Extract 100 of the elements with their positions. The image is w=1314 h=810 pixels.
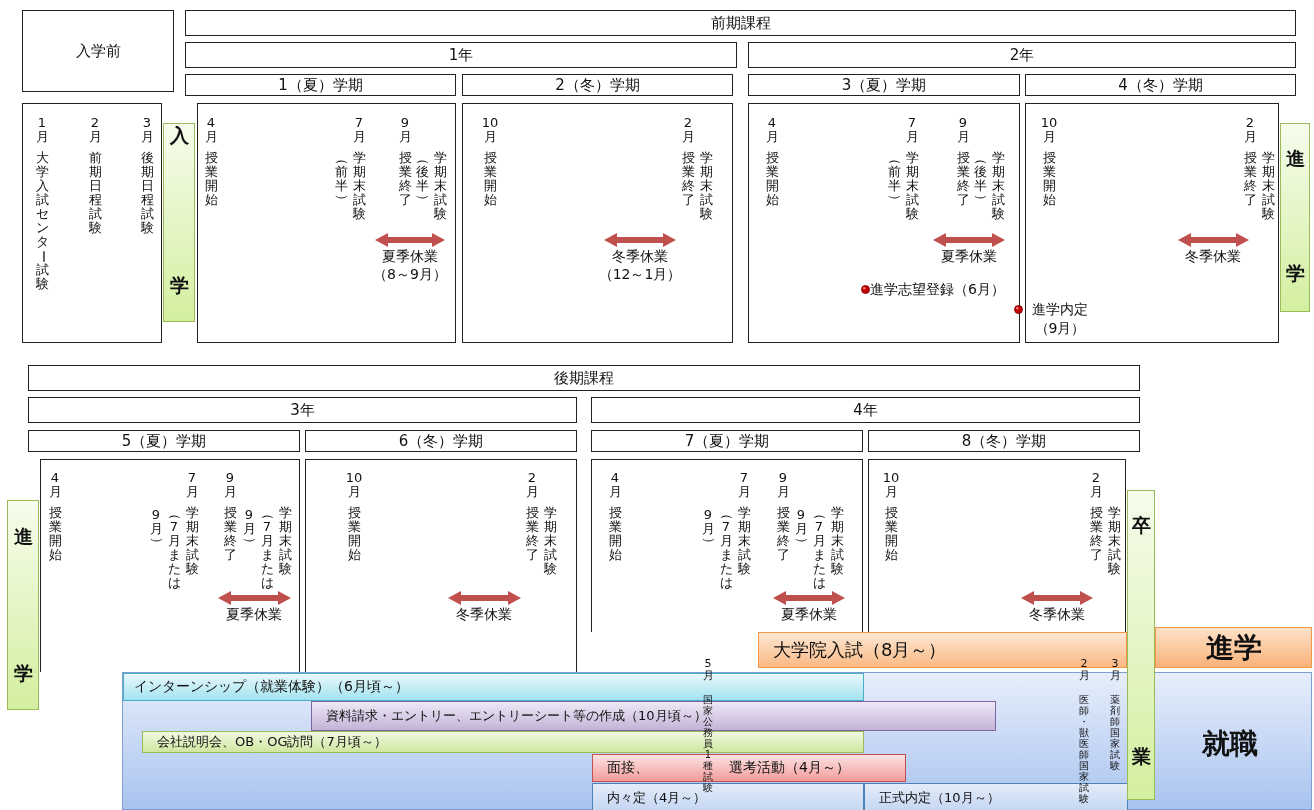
activity-label: 面接、: [607, 759, 649, 777]
header-box: [22, 10, 174, 92]
event-label: 学期末試験: [904, 151, 920, 221]
event-label: 学期末試験: [432, 151, 448, 221]
category-label: 就職: [1200, 726, 1259, 762]
event-label: 授業終了: [1242, 151, 1258, 207]
semester-panel: [197, 103, 456, 343]
event-label: 授業開始: [607, 506, 623, 562]
header-label: 入学前: [75, 41, 121, 61]
milestone-note: 進学内定（9月）: [1031, 300, 1089, 338]
event-label: 授業開始: [346, 506, 362, 562]
month-label: 2月: [1242, 116, 1258, 144]
header-box: [28, 430, 300, 452]
break-label: 夏季休業: [382, 247, 438, 265]
month-label: 1月: [34, 116, 50, 144]
header-box: [185, 42, 737, 68]
milestone-label: 学: [169, 276, 189, 295]
header-box: [185, 10, 1296, 36]
month-label: 7月: [736, 471, 752, 499]
event-label: 学期末試験: [1260, 151, 1276, 221]
header-box: [591, 397, 1140, 423]
header-box: [462, 74, 733, 96]
event-label: 9月）: [148, 508, 165, 550]
event-label: （7月または: [166, 506, 183, 590]
month-label: 4月: [47, 471, 63, 499]
event-label: 学期末試験: [1106, 506, 1122, 576]
event-label: （7月または: [259, 506, 276, 590]
event-label: 大学入試センター試験: [34, 151, 51, 291]
event-label: 授業開始: [47, 506, 63, 562]
header-label: 3年: [290, 400, 315, 420]
activity-label: 会社説明会、OB・OG訪問（7月頃～）: [156, 733, 387, 751]
month-label: 3月: [1108, 658, 1122, 682]
header-box: [748, 42, 1296, 68]
milestone-label: 卒: [1131, 516, 1151, 535]
event-label: 授業開始: [1041, 151, 1057, 207]
event-label: 授業終了: [222, 506, 238, 562]
semester-panel: [1025, 103, 1279, 343]
milestone-bar: [163, 123, 195, 322]
activity-bar: [864, 783, 1128, 810]
month-label: 7月: [184, 471, 200, 499]
month-label: 4月: [203, 116, 219, 144]
event-label: 授業開始: [482, 151, 498, 207]
month-label: 2月: [524, 471, 540, 499]
break-label: 夏季休業: [941, 247, 997, 265]
event-label: （前半）: [333, 151, 350, 207]
header-box: [868, 430, 1140, 452]
month-label: 3月: [139, 116, 155, 144]
event-label: （7月または: [718, 506, 735, 590]
header-label: 後期課程: [554, 368, 614, 388]
semester-panel: [22, 103, 162, 343]
month-label: 9月: [222, 471, 238, 499]
semester-panel: [868, 459, 1126, 632]
month-label: 2月: [1077, 658, 1091, 682]
header-box: [28, 365, 1140, 391]
month-label: 2月: [1088, 471, 1104, 499]
event-label: 前期日程試験: [87, 151, 103, 235]
month-label: 2月: [87, 116, 103, 144]
milestone-label: 入: [169, 126, 189, 145]
event-label: 学期末試験: [351, 151, 367, 221]
milestone-label: 学: [1285, 264, 1305, 283]
month-label: 10月: [345, 471, 363, 499]
month-label: 4月: [764, 116, 780, 144]
event-label: 授業終了: [397, 151, 413, 207]
semester-panel: [305, 459, 577, 672]
milestone-bar: [1127, 490, 1155, 800]
milestone-note: 進学志望登録（6月）: [870, 280, 1005, 299]
month-label: 10月: [1040, 116, 1058, 144]
event-label: 9月）: [700, 508, 717, 550]
header-label: 1年: [448, 45, 474, 65]
activity-bar: [592, 783, 864, 810]
break-label: （8～9月）: [373, 265, 447, 283]
header-label: 2（冬）学期: [555, 75, 640, 95]
month-label: 9月: [955, 116, 971, 144]
semester-panel: [462, 103, 733, 343]
category-label: 進学: [1205, 629, 1262, 666]
event-label: 授業終了: [524, 506, 540, 562]
activity-label: 大学院入試（8月～）: [772, 638, 947, 662]
header-label: 7（夏）学期: [684, 431, 770, 451]
milestone-label: 業: [1131, 747, 1151, 766]
event-label: （7月または: [811, 506, 828, 590]
month-label: 9月: [775, 471, 791, 499]
milestone-bar: [1280, 123, 1310, 312]
event-label: 学期末試験: [698, 151, 714, 221]
break-label: 夏季休業: [226, 605, 282, 623]
event-label: 9月）: [241, 508, 258, 550]
break-label: 冬季休業: [1185, 247, 1241, 265]
event-label: 授業終了: [680, 151, 696, 207]
event-label: 授業終了: [1088, 506, 1104, 562]
header-label: 5（夏）学期: [121, 431, 207, 451]
event-label: （前半）: [886, 151, 903, 207]
milestone-bar: [7, 500, 39, 710]
header-label: 2年: [1009, 45, 1035, 65]
event-label: 授業開始: [883, 506, 899, 562]
semester-panel: [40, 459, 300, 672]
event-label: 授業開始: [764, 151, 780, 207]
break-label: 夏季休業: [781, 605, 837, 623]
month-label: 9月: [397, 116, 413, 144]
event-label: （後半）: [414, 151, 431, 207]
activity-label: インターンシップ（就業体験）（6月頃～）: [133, 678, 409, 696]
milestone-label: 進: [1285, 149, 1305, 168]
